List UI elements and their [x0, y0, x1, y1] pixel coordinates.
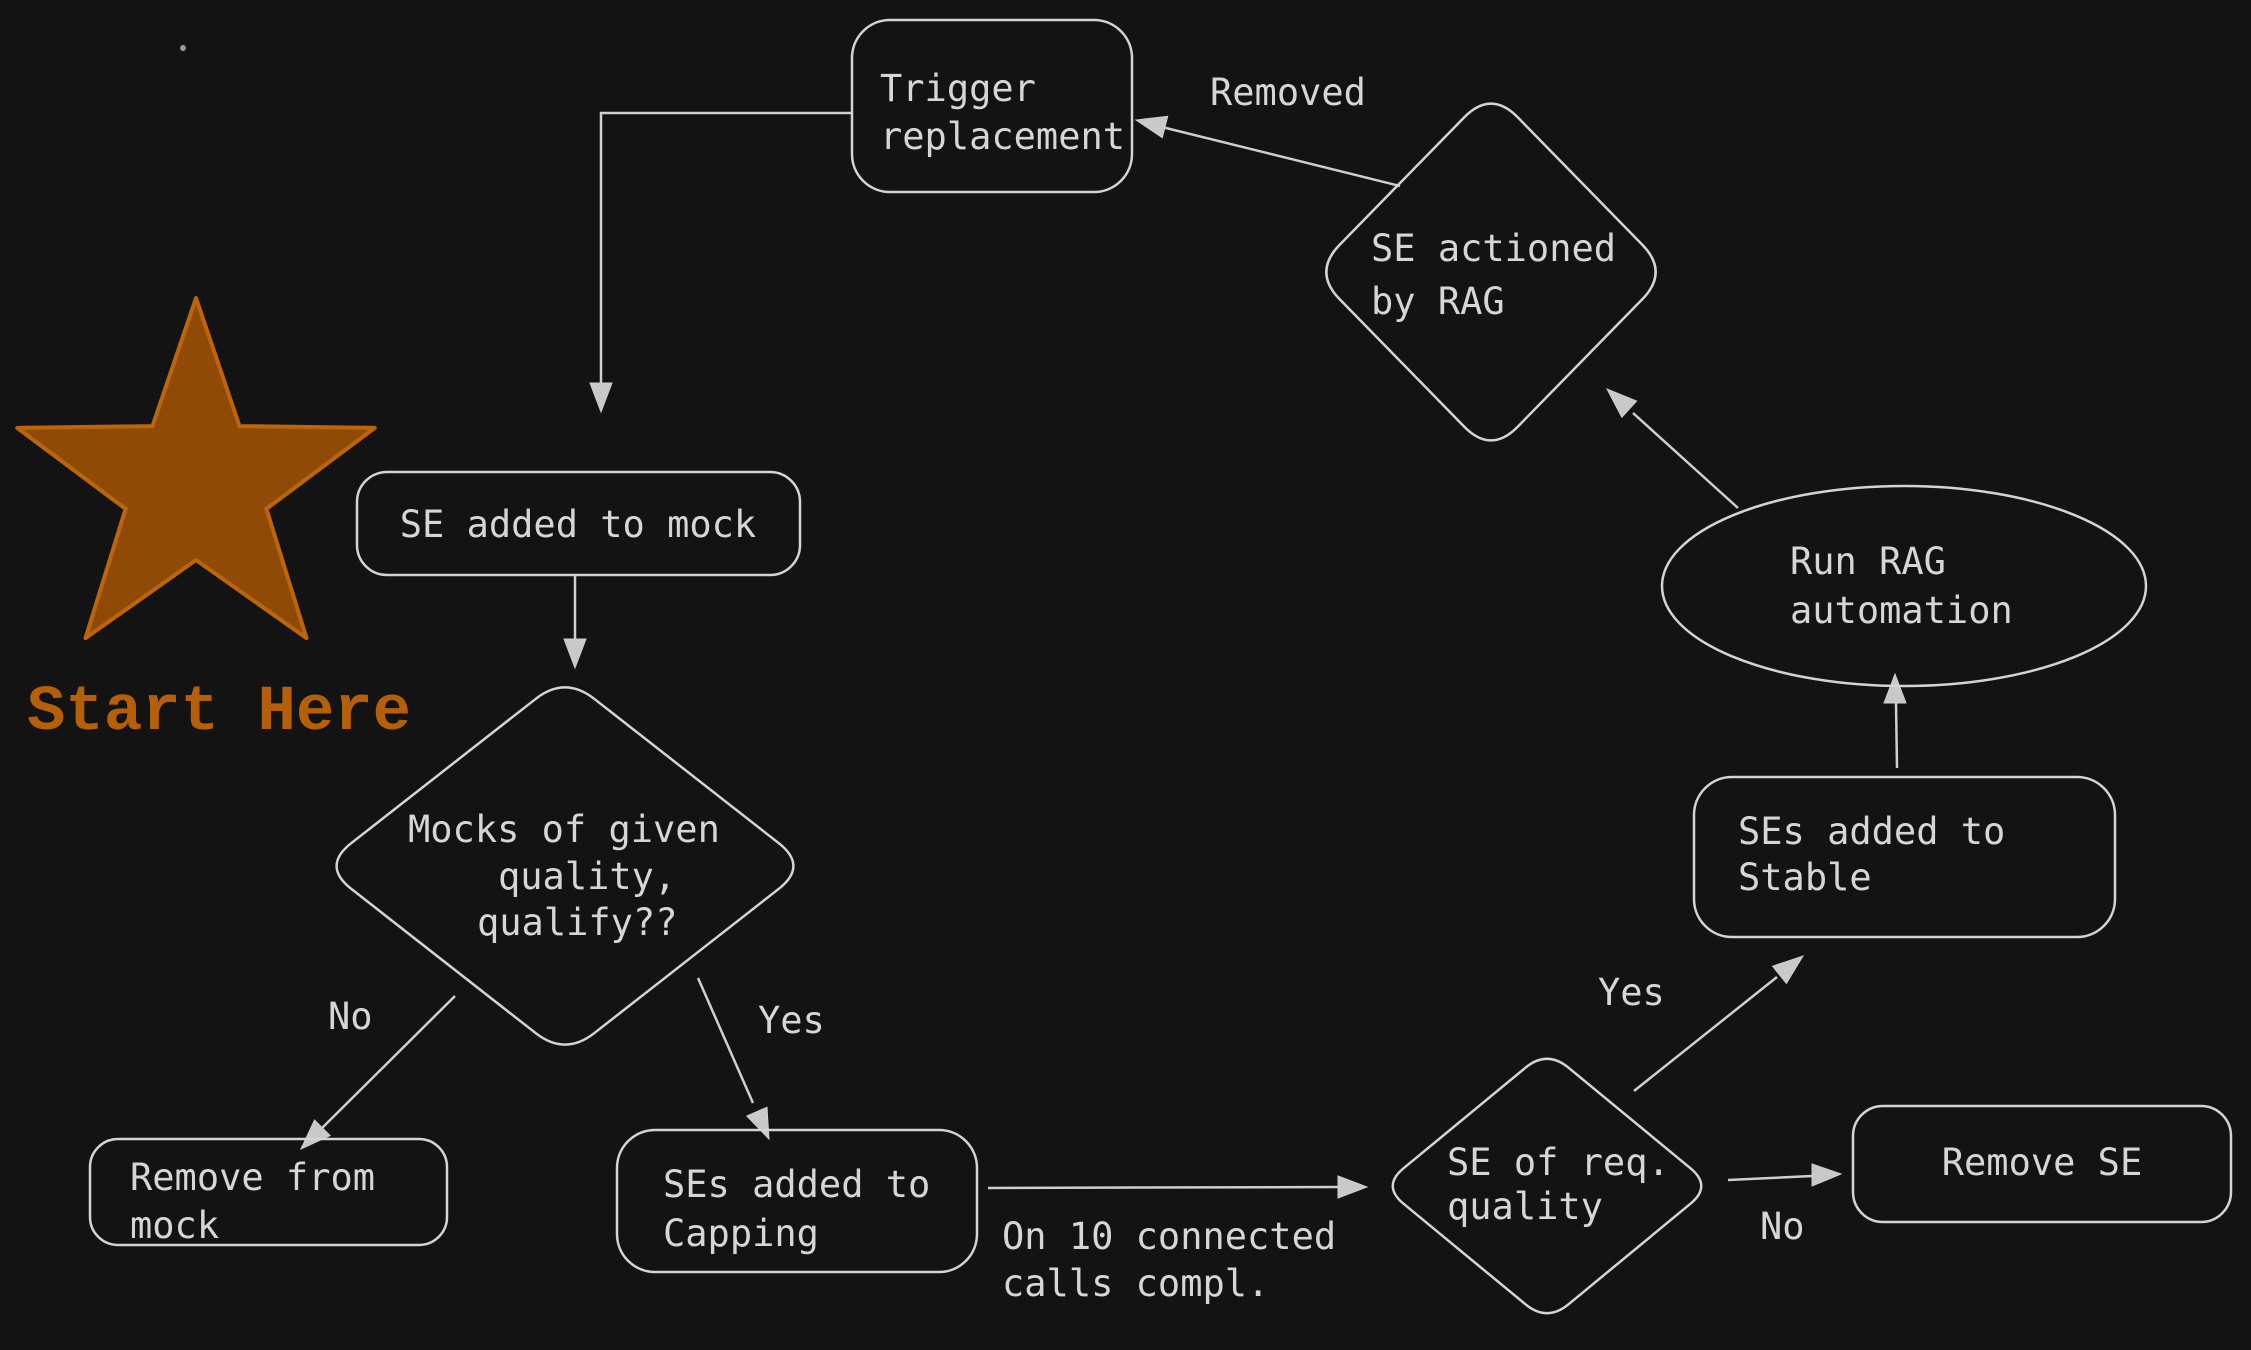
node-remove-from-mock: Remove from mock	[88, 1137, 449, 1247]
arrowhead-upright-icon	[1771, 955, 1805, 985]
node-label: SE added to mock	[400, 503, 756, 546]
edge-note-line1: On 10 connected	[1002, 1215, 1336, 1258]
arrowhead-left-icon	[1134, 115, 1169, 139]
arrowhead-down-icon	[563, 638, 587, 670]
node-label: SE of req.	[1447, 1141, 1670, 1184]
node-label: mock	[130, 1204, 219, 1247]
edge-label-removed: Removed	[1210, 71, 1366, 114]
edge-quality-yes: Yes	[1598, 955, 1805, 1092]
edge-stable-to-rag	[1883, 672, 1907, 769]
node-label: Stable	[1738, 856, 1872, 899]
node-label: Remove from	[130, 1156, 375, 1199]
edge-label-yes: Yes	[758, 999, 825, 1042]
stray-dot	[180, 45, 186, 51]
edge-label-no: No	[328, 995, 373, 1038]
edge-label-no: No	[1760, 1205, 1805, 1248]
node-trigger-replacement: Trigger replacement	[850, 18, 1134, 194]
node-label: qualify??	[477, 901, 677, 944]
node-label: automation	[1790, 589, 2013, 632]
node-label: SEs added to	[663, 1163, 930, 1206]
edge-mock-to-decision	[563, 576, 587, 670]
node-label: quality,	[498, 855, 676, 898]
node-label: Run RAG	[1790, 540, 1946, 583]
edge-mocks-no: No	[299, 995, 456, 1151]
edge-note-line2: calls compl.	[1002, 1262, 1269, 1305]
edge-trigger-to-mock	[589, 111, 852, 414]
start-here-annotation: Start Here	[15, 296, 411, 749]
arrowhead-up-icon	[1883, 672, 1907, 704]
start-here-label: Start Here	[27, 677, 411, 749]
node-run-rag-automation: Run RAG automation	[1660, 484, 2148, 688]
star-icon	[15, 296, 377, 641]
node-remove-se: Remove SE	[1851, 1104, 2233, 1224]
arrowhead-right-icon	[1811, 1163, 1843, 1187]
edge-removed: Removed	[1134, 71, 1401, 188]
arrowhead-right-icon	[1337, 1175, 1369, 1199]
edge-quality-no: No	[1727, 1163, 1843, 1248]
edge-label-yes: Yes	[1598, 971, 1665, 1014]
arrowhead-downright-icon	[745, 1106, 770, 1141]
node-label: replacement	[880, 115, 1125, 158]
node-ses-added-to-capping: SEs added to Capping	[615, 1128, 979, 1274]
arrowhead-down-icon	[589, 382, 613, 414]
node-label: quality	[1447, 1185, 1603, 1228]
node-label: Trigger	[880, 67, 1036, 110]
edge-mocks-yes: Yes	[696, 977, 825, 1141]
node-label: Mocks of given	[408, 808, 720, 851]
arrowhead-downleft-icon	[299, 1119, 331, 1151]
node-se-actioned-by-rag: SE actioned by RAG	[1325, 102, 1657, 442]
node-mocks-quality-decision: Mocks of given quality, qualify??	[335, 686, 795, 1046]
node-label: SE actioned	[1371, 227, 1616, 270]
edge-rag-to-actioned	[1605, 388, 1739, 509]
node-se-added-to-mock: SE added to mock	[355, 470, 802, 577]
node-label: by RAG	[1371, 280, 1505, 323]
edge-capping-to-quality: On 10 connected calls compl.	[987, 1175, 1369, 1305]
node-se-of-req-quality-decision: SE of req. quality	[1391, 1057, 1703, 1315]
arrowhead-upleft-icon	[1605, 388, 1638, 419]
node-label: Remove SE	[1942, 1141, 2142, 1184]
node-ses-added-to-stable: SEs added to Stable	[1692, 775, 2117, 939]
node-label: Capping	[663, 1212, 819, 1255]
node-label: SEs added to	[1738, 810, 2005, 853]
